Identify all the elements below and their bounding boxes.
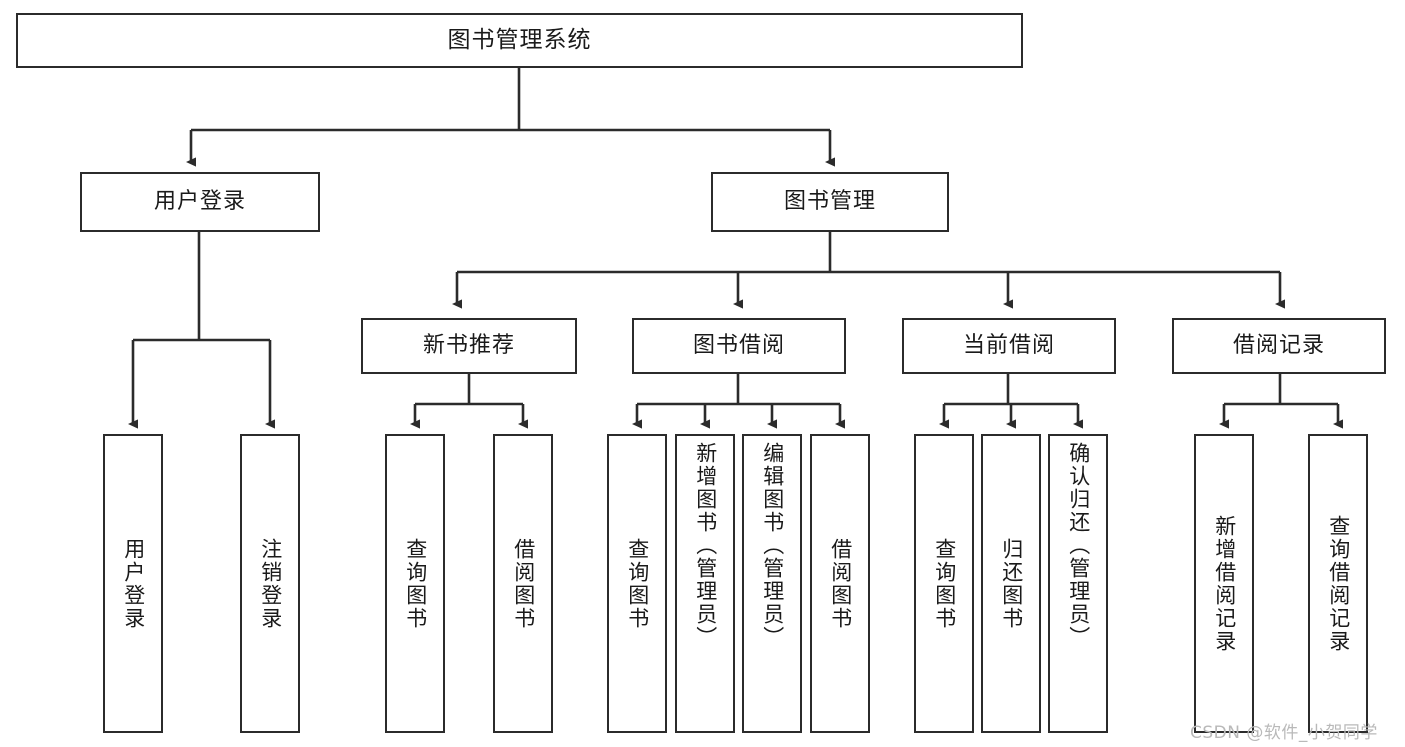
node-label: 借阅图书	[511, 537, 536, 630]
node-current-borrow[interactable]: 当前借阅	[902, 318, 1116, 374]
leaf-book-borrow-edit[interactable]: 编辑图书（管理员）	[742, 434, 802, 733]
node-label: 借阅图书	[828, 537, 853, 630]
node-label: 查询图书	[403, 537, 428, 630]
node-label: 查询图书	[625, 537, 650, 630]
node-label: 编辑图书（管理员）	[760, 442, 785, 649]
leaf-user-login-login[interactable]: 用户登录	[103, 434, 163, 733]
node-label: 用户登录	[121, 537, 146, 630]
leaf-new-book-borrow[interactable]: 借阅图书	[493, 434, 553, 733]
leaf-borrow-record-query[interactable]: 查询借阅记录	[1308, 434, 1368, 733]
leaf-book-borrow-add[interactable]: 新增图书（管理员）	[675, 434, 735, 733]
node-user-login[interactable]: 用户登录	[80, 172, 320, 232]
node-label: 注销登录	[258, 537, 283, 630]
leaf-current-borrow-confirm-return[interactable]: 确认归还（管理员）	[1048, 434, 1108, 733]
node-new-book-recommend[interactable]: 新书推荐	[361, 318, 577, 374]
node-label: 图书管理系统	[447, 26, 592, 53]
leaf-new-book-query[interactable]: 查询图书	[385, 434, 445, 733]
node-label: 归还图书	[999, 537, 1024, 630]
node-label: 借阅记录	[1232, 333, 1325, 359]
node-label: 新增图书（管理员）	[693, 442, 718, 649]
leaf-user-login-logout[interactable]: 注销登录	[240, 434, 300, 733]
watermark-text: CSDN @软件_小贺同学	[1190, 723, 1378, 743]
leaf-book-borrow-query[interactable]: 查询图书	[607, 434, 667, 733]
node-label: 当前借阅	[962, 333, 1055, 359]
leaf-current-borrow-return[interactable]: 归还图书	[981, 434, 1041, 733]
node-label: 查询图书	[932, 537, 957, 630]
leaf-borrow-record-add[interactable]: 新增借阅记录	[1194, 434, 1254, 733]
node-borrow-record[interactable]: 借阅记录	[1172, 318, 1386, 374]
node-label: 图书借阅	[692, 333, 785, 359]
node-label: 用户登录	[153, 189, 246, 215]
node-label: 新书推荐	[422, 333, 515, 359]
node-root-book-management-system[interactable]: 图书管理系统	[16, 13, 1023, 68]
node-label: 查询借阅记录	[1326, 514, 1351, 653]
leaf-book-borrow-borrow[interactable]: 借阅图书	[810, 434, 870, 733]
leaf-current-borrow-query[interactable]: 查询图书	[914, 434, 974, 733]
node-book-borrow[interactable]: 图书借阅	[632, 318, 846, 374]
node-label: 图书管理	[783, 189, 876, 215]
node-book-management[interactable]: 图书管理	[711, 172, 949, 232]
node-label: 确认归还（管理员）	[1066, 442, 1091, 649]
node-label: 新增借阅记录	[1212, 514, 1237, 653]
